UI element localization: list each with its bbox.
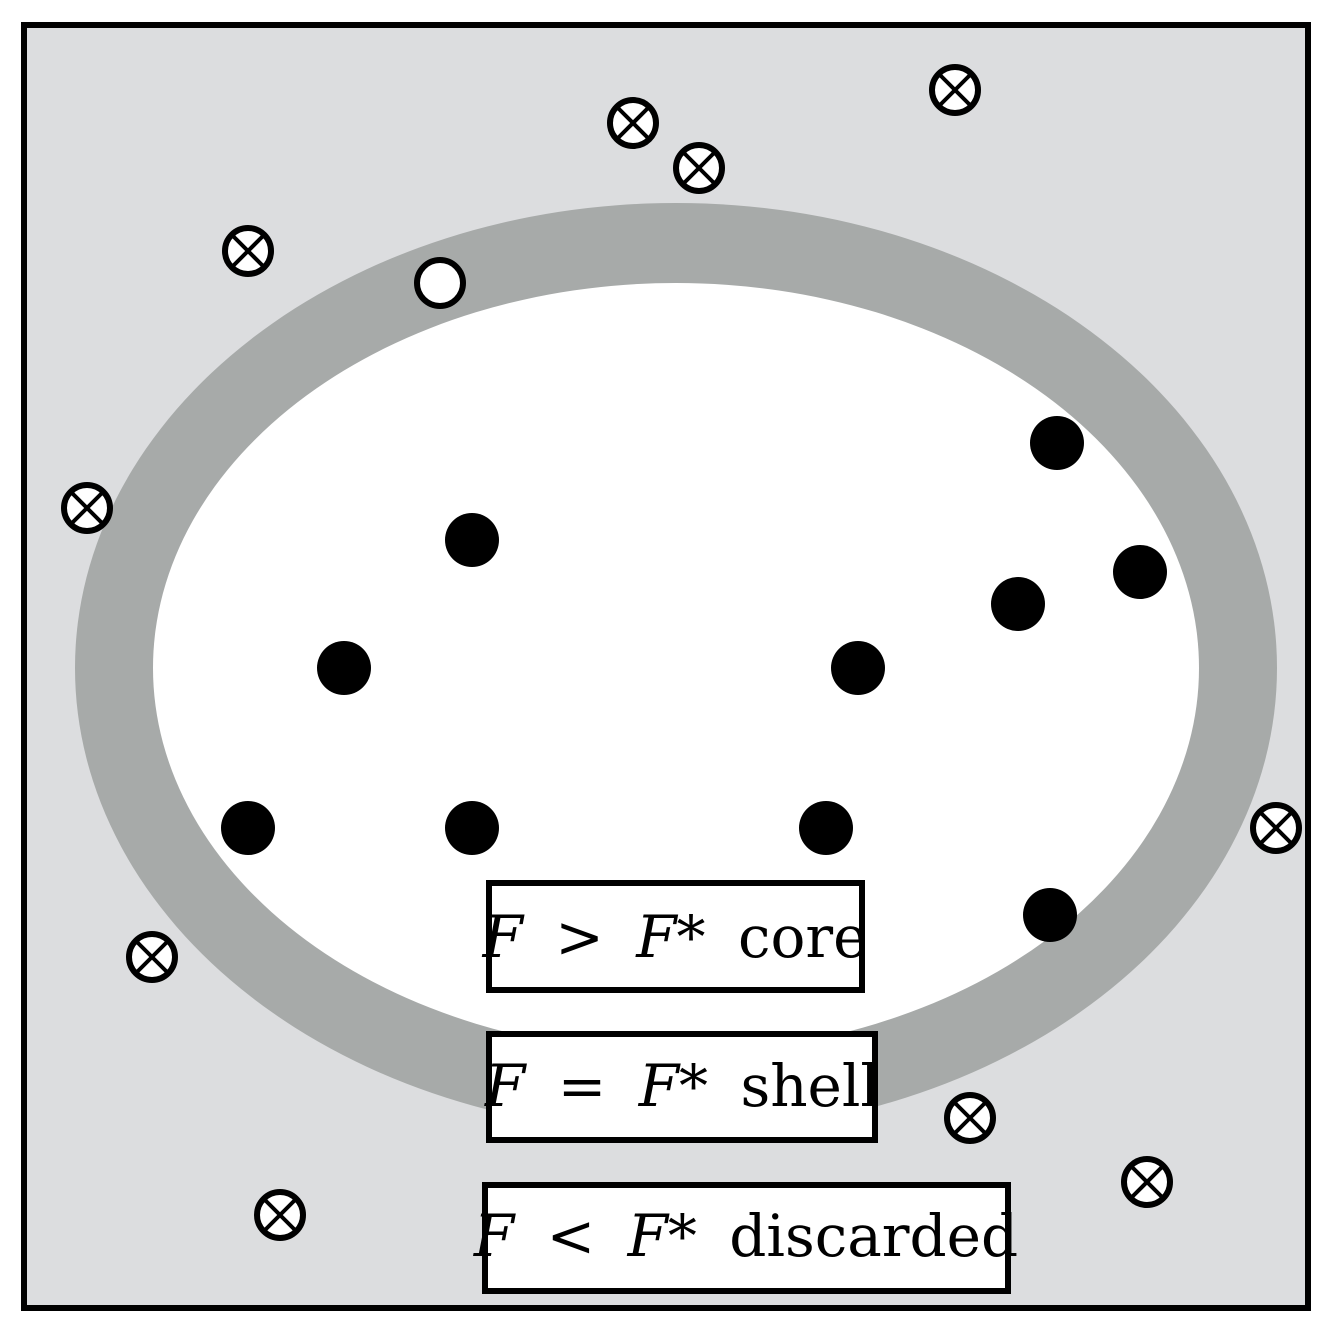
core-region (153, 283, 1199, 1053)
points-layer (61, 64, 1302, 1241)
discarded-point (929, 64, 981, 116)
label-core-word: core (738, 903, 867, 971)
label-core-rhs: F* (635, 903, 705, 971)
core-point (831, 641, 885, 695)
label-core-lhs: F (482, 903, 525, 971)
discarded-point-cross (952, 1100, 988, 1136)
core-point (1023, 888, 1077, 942)
label-core-text: F > F* core (482, 903, 868, 971)
discarded-point-cross (937, 72, 973, 108)
label-discarded-word: discarded (729, 1202, 1018, 1270)
core-point (445, 513, 499, 567)
label-discarded: F < F* discarded (473, 1182, 1018, 1294)
label-shell-box (486, 1031, 878, 1143)
discarded-point (944, 1092, 996, 1144)
core-point (1030, 416, 1084, 470)
label-shell: F = F* shell (484, 1031, 879, 1143)
label-discarded-box (482, 1182, 1011, 1294)
label-shell-relation: = (558, 1052, 607, 1120)
discarded-point-cross (681, 150, 717, 186)
label-shell-word: shell (740, 1052, 879, 1120)
discarded-point-cross (230, 233, 266, 269)
discarded-point-cross (262, 1197, 298, 1233)
shell-point (414, 257, 466, 309)
discarded-point (126, 931, 178, 983)
label-core-box (486, 880, 865, 993)
label-shell-text: F = F* shell (484, 1052, 879, 1120)
label-core: F > F* core (482, 880, 868, 993)
discarded-point (1121, 1156, 1173, 1208)
core-point (221, 801, 275, 855)
discarded-point (254, 1189, 306, 1241)
label-core-relation: > (555, 903, 604, 971)
label-discarded-lhs: F (473, 1202, 516, 1270)
discarded-point (61, 482, 113, 534)
discarded-point (1250, 802, 1302, 854)
label-discarded-rhs: F* (627, 1202, 697, 1270)
core-point (317, 641, 371, 695)
discarded-point (222, 225, 274, 277)
discarded-point-cross (1258, 810, 1294, 846)
discarded-point-cross (134, 939, 170, 975)
label-discarded-text: F < F* discarded (473, 1202, 1018, 1270)
discarded-point (673, 142, 725, 194)
core-point (799, 801, 853, 855)
core-point (445, 801, 499, 855)
discarded-point-cross (1129, 1164, 1165, 1200)
label-shell-rhs: F* (638, 1052, 708, 1120)
core-point (991, 577, 1045, 631)
discarded-point (607, 97, 659, 149)
label-discarded-relation: < (547, 1202, 596, 1270)
discarded-point-cross (69, 490, 105, 526)
label-shell-lhs: F (484, 1052, 527, 1120)
core-point (1113, 545, 1167, 599)
discarded-point-cross (615, 105, 651, 141)
